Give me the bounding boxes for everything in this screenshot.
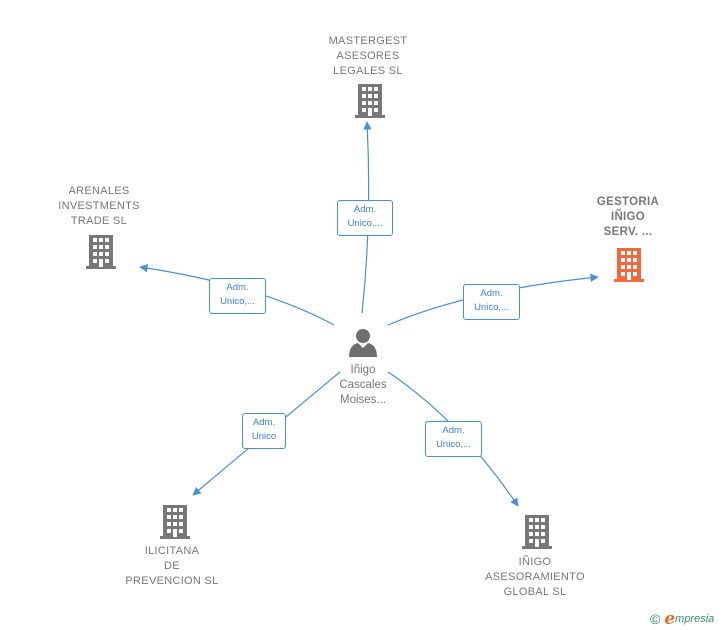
company-name-line: PREVENCION SL [125,575,219,587]
company-label-inigo-asesoramiento[interactable]: IÑIGO ASESORAMIENTO GLOBAL SL [475,555,595,600]
person-name-line: Moises... [339,394,386,406]
relation-text-line: Adm. [480,288,503,299]
copyright-icon: © [650,611,661,627]
person-name-line: Cascales [339,379,387,391]
company-name-line: LEGALES SL [333,65,403,77]
company-name-line: SERV. ... [603,226,653,238]
company-name-line: ASESORES [336,50,400,62]
company-name-line: IÑIGO [518,556,552,568]
relation-label-gestoria[interactable]: Adm. Unico,... [463,284,520,320]
brand-logo-initial: e [664,609,676,629]
relation-label-mastergest[interactable]: Adm. Unico,... [337,200,393,236]
relation-text-line: Unico,... [474,302,509,313]
relation-text-line: Unico,... [220,296,255,307]
brand-footer[interactable]: © e mpresia [650,608,714,630]
company-label-gestoria[interactable]: GESTORIA IÑIGO SERV. ... [578,195,678,240]
company-name-line: GESTORIA [596,196,660,208]
building-icon[interactable] [355,84,385,118]
company-name-line: ASESORAMIENTO [485,571,585,583]
relation-text-line: Adm. [442,425,465,436]
building-icon[interactable] [86,235,116,269]
company-name-line: INVESTMENTS [58,200,140,212]
company-name-line: ARENALES [68,185,130,197]
company-name-line: IÑIGO [610,211,646,223]
company-name-line: TRADE SL [70,215,128,227]
relation-text-line: Unico,... [436,439,471,450]
relation-text-line: Unico,... [347,218,383,229]
company-name-line: DE [164,560,180,572]
relation-text-line: Adm. [252,417,276,428]
relation-label-arenales[interactable]: Adm. Unico,... [209,278,266,314]
relation-text-line: Unico [251,431,277,442]
company-label-arenales[interactable]: ARENALES INVESTMENTS TRADE SL [49,184,149,229]
company-label-ilicitana[interactable]: ILICITANA DE PREVENCION SL [117,544,227,589]
person-icon[interactable] [348,327,378,357]
building-icon[interactable] [614,248,644,282]
company-name-line: ILICITANA [144,545,200,557]
relation-label-ilicitana[interactable]: Adm. Unico [242,413,286,449]
brand-logo-text: mpresia [675,613,715,625]
person-name-line: Iñigo [350,364,376,376]
company-label-mastergest[interactable]: MASTERGEST ASESORES LEGALES SL [318,34,418,79]
person-name-label[interactable]: Iñigo Cascales Moises... [313,363,413,408]
company-name-line: MASTERGEST [328,35,408,47]
relation-text-line: Adm. [226,282,249,293]
building-icon[interactable] [522,515,552,549]
relation-label-inigo-asesoramiento[interactable]: Adm. Unico,... [425,421,482,457]
relation-text-line: Adm. [353,204,377,215]
company-name-line: GLOBAL SL [503,586,567,598]
building-icon[interactable] [160,505,190,539]
